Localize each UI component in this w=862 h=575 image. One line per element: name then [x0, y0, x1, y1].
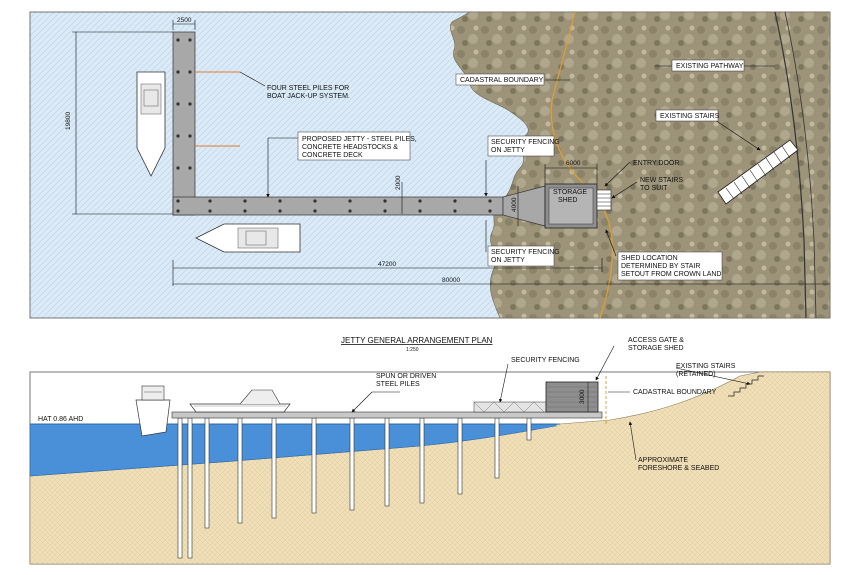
label-fence-bottom-2: ON JETTY — [491, 257, 525, 264]
existing-stairs-plan — [717, 139, 799, 205]
label-jetty-3: CONCRETE DECK — [302, 152, 363, 159]
label-access-gate-2: STORAGE SHED — [628, 345, 684, 352]
label-piles-2: STEEL PILES — [376, 381, 420, 388]
label-foreshore-2: FORESHORE & SEABED — [638, 465, 719, 472]
jetty-walkway — [172, 196, 504, 216]
label-new-stairs-2: TO SUIT — [640, 185, 668, 192]
label-existing-stairs-retained-1: EXISTING STAIRS — [676, 363, 736, 370]
label-existing-stairs: EXISTING STAIRS — [660, 113, 720, 120]
jetty-vertical-arm — [172, 31, 196, 216]
boat-horizontal — [195, 223, 301, 253]
sea-section — [29, 423, 557, 477]
label-foreshore-1: APPROXIMATE — [638, 457, 688, 464]
storage-shed-label-2: SHED — [558, 197, 577, 204]
storage-shed-label-1: STORAGE — [553, 189, 587, 196]
dim-shed-height: 3000 — [579, 389, 586, 404]
label-steel-piles-1: FOUR STEEL PILES FOR — [267, 85, 349, 92]
plan-view: STORAGE SHED — [29, 11, 831, 319]
dim-jetty-length: 19800 — [65, 112, 72, 130]
cadastral-boundary-line — [550, 11, 613, 319]
label-fence-bottom-1: SECURITY FENCING — [491, 249, 560, 256]
elevation-boat-2 — [189, 389, 291, 413]
new-stairs-plan — [596, 189, 612, 211]
label-security-fencing: SECURITY FENCING — [511, 357, 580, 364]
dim-overall-length: 80000 — [442, 277, 460, 284]
jetty-piles-plan — [176, 38, 492, 213]
label-fence-top-1: SECURITY FENCING — [491, 139, 560, 146]
label-existing-stairs-retained-2: (RETAINED) — [676, 371, 716, 378]
label-shed-location-3: SETOUT FROM CROWN LAND — [621, 271, 721, 278]
boat-vertical — [136, 71, 166, 177]
label-hat: HAT 0.86 AHD — [38, 416, 83, 423]
dim-walkway-width: 2000 — [395, 175, 402, 190]
label-jetty-2: CONCRETE HEADSTOCKS & — [302, 144, 398, 151]
dim-shed-width: 6000 — [566, 160, 581, 167]
label-access-gate-1: ACCESS GATE & — [628, 337, 684, 344]
label-shed-location-2: DETERMINED BY STAIR — [621, 263, 700, 270]
dim-shed-depth: 4000 — [511, 197, 518, 212]
drawing-title: JETTY GENERAL ARRANGEMENT PLAN — [341, 336, 493, 345]
elevation-deck — [171, 411, 603, 419]
elevation-view: HAT 0.86 AHD 3000 — [29, 337, 831, 565]
plan-dimensions — [72, 20, 830, 286]
elevation-boat-1 — [135, 385, 171, 437]
dim-jetty-width: 2500 — [177, 17, 192, 24]
existing-pathway — [774, 11, 807, 319]
elevation-existing-stairs — [728, 375, 764, 397]
label-steel-piles-2: BOAT JACK-UP SYSTEM. — [267, 93, 350, 100]
elevation-fencing — [473, 401, 547, 413]
label-existing-pathway: EXISTING PATHWAY — [676, 63, 744, 70]
drawing-scale: 1:250 — [406, 347, 419, 353]
label-entry-door: ENTRY DOOR — [633, 160, 679, 167]
label-cadastral-plan: CADASTRAL BOUNDARY — [460, 77, 544, 84]
label-jetty-1: PROPOSED JETTY - STEEL PILES, — [302, 136, 417, 143]
dim-total-length: 47200 — [378, 261, 396, 268]
label-shed-location-1: SHED LOCATION — [621, 255, 678, 262]
label-piles-1: SPUN OR DRIVEN — [376, 373, 436, 380]
label-fence-top-2: ON JETTY — [491, 147, 525, 154]
label-cadastral-elevation: CADASTRAL BOUNDARY — [633, 389, 717, 396]
label-new-stairs-1: NEW STAIRS — [640, 177, 683, 184]
elevation-leaders — [351, 345, 751, 461]
